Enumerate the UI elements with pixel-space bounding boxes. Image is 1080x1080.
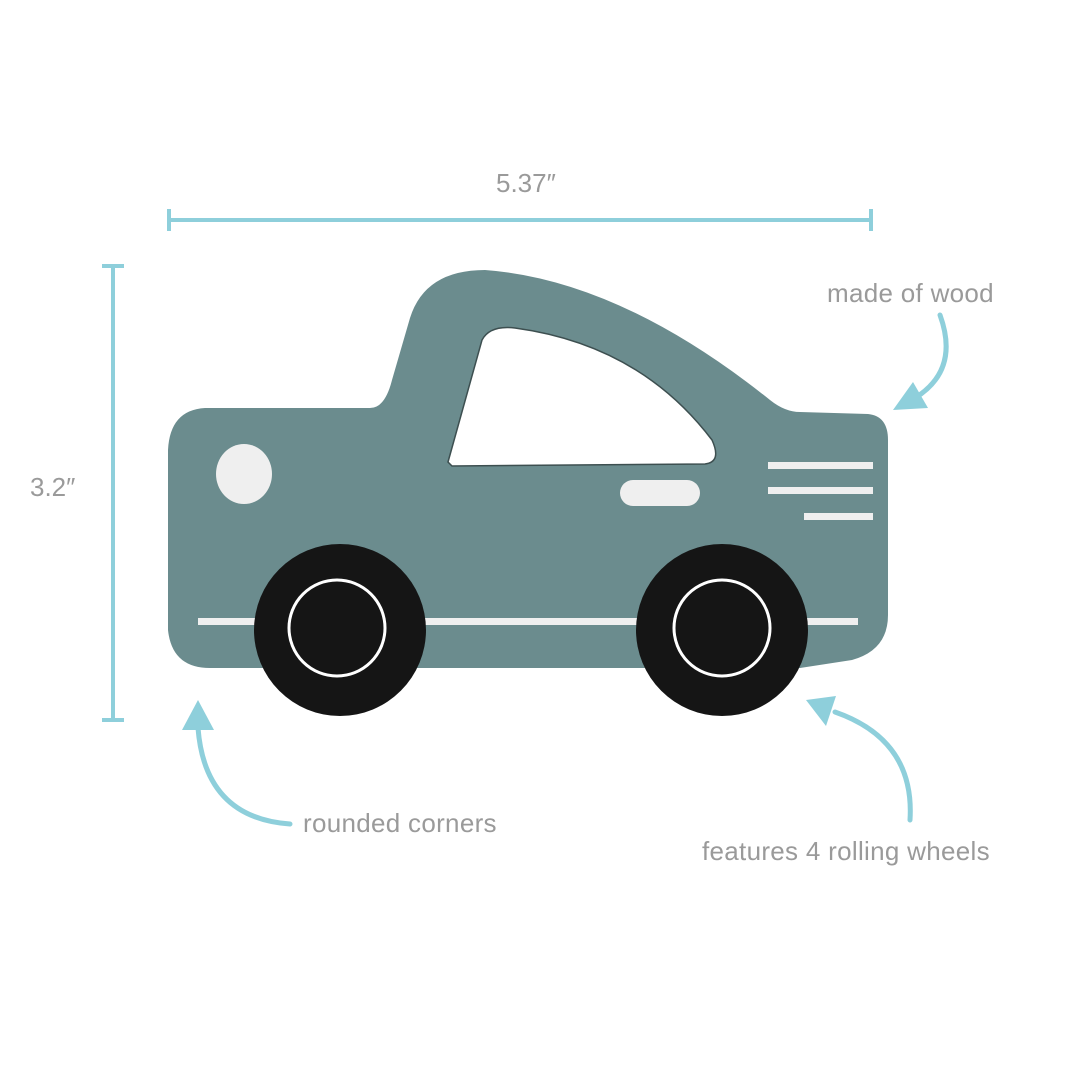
car-illustration	[168, 270, 888, 716]
headlight	[216, 444, 272, 504]
callout-material: made of wood	[827, 278, 994, 308]
arrow-icon	[806, 696, 913, 823]
door-handle	[620, 480, 700, 506]
width-dimension-label: 5.37″	[496, 168, 556, 198]
callout-wheels: features 4 rolling wheels	[702, 836, 990, 866]
dimension-width-icon	[167, 209, 873, 231]
dimension-height-icon	[102, 264, 124, 722]
car-window	[447, 326, 717, 467]
height-dimension-label: 3.2″	[30, 472, 76, 502]
wheel-rear	[254, 544, 426, 716]
callout-corners: rounded corners	[303, 808, 497, 838]
wheel-front	[636, 544, 808, 716]
arrow-icon	[182, 700, 293, 827]
side-stripe	[198, 618, 858, 625]
arrow-icon	[893, 312, 949, 410]
speed-lines	[768, 462, 873, 520]
